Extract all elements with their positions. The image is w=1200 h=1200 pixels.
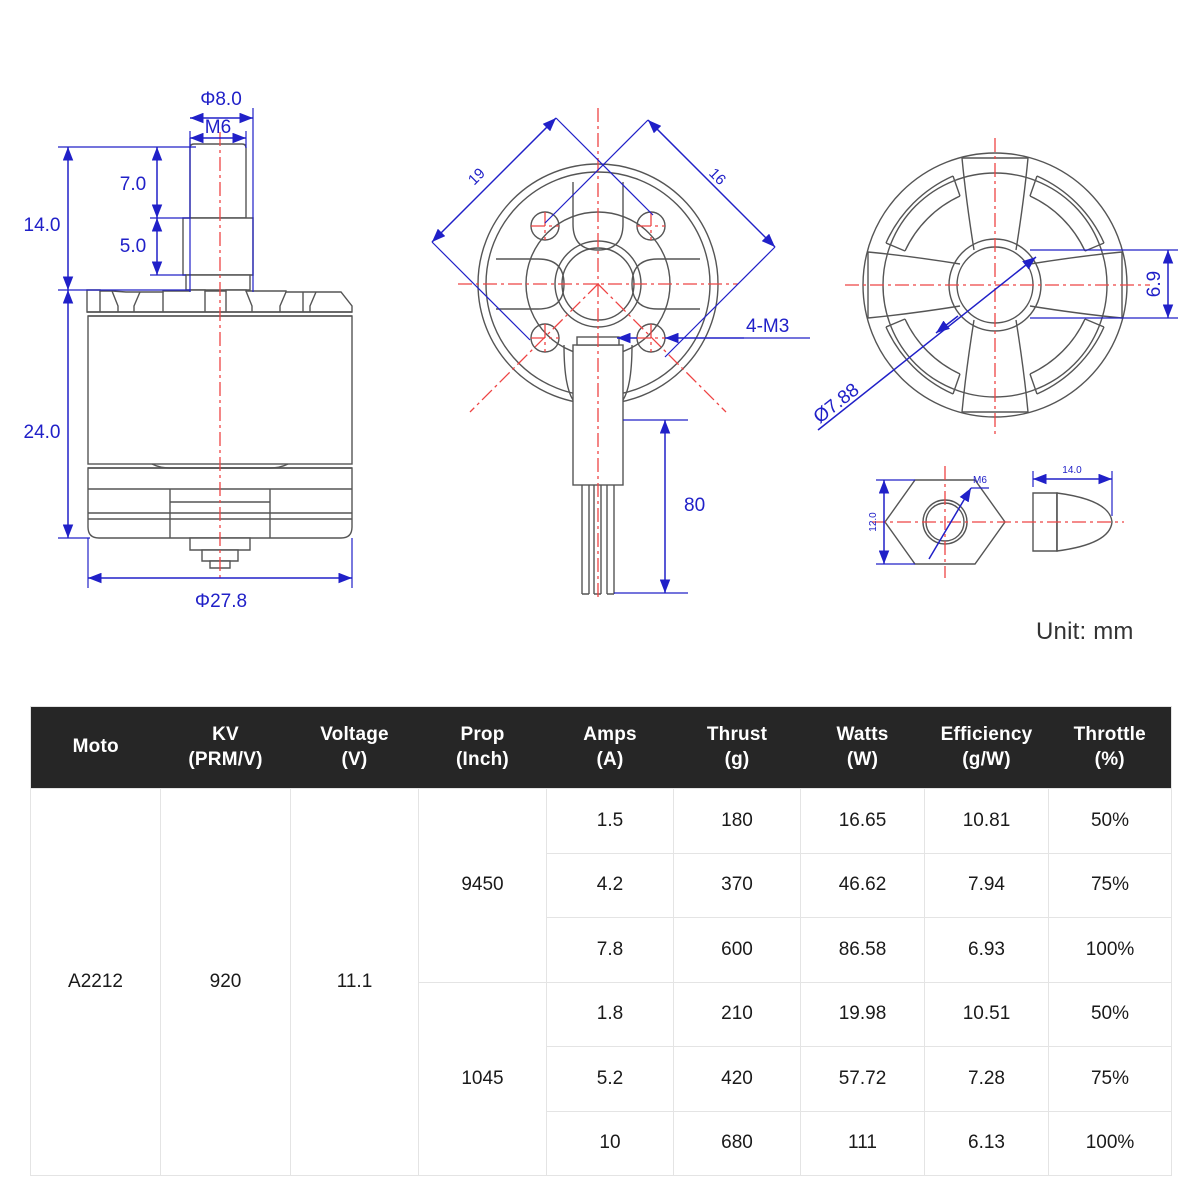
cell-efficiency: 10.81: [924, 788, 1049, 854]
header-main: Throttle: [1073, 723, 1146, 745]
header-sub: (A): [596, 748, 624, 770]
table-row: 10 680 111 6.13 100%: [31, 1110, 1172, 1176]
cell-throttle: 75%: [1048, 852, 1172, 918]
table-header-row: Moto KV (PRM/V) Voltage (V) Prop (Inch): [30, 706, 1172, 789]
cell-amps: 1.5: [546, 788, 674, 854]
header-main: Watts: [836, 723, 889, 745]
column-header-voltage: Voltage (V): [290, 706, 419, 789]
cell-watts: 57.72: [800, 1046, 925, 1112]
cell-amps: 5.2: [546, 1046, 674, 1112]
cell-watts: 86.58: [800, 917, 925, 983]
header-main: Prop: [460, 723, 505, 745]
motor-mount-view: 19 16 4-M3 80: [431, 108, 810, 600]
dim-mount-holes: 4-M3: [746, 316, 789, 337]
header-sub: (g/W): [962, 748, 1011, 770]
header-sub: (Inch): [456, 748, 509, 770]
cell-throttle: 75%: [1048, 1046, 1172, 1112]
cell-amps: 4.2: [546, 852, 674, 918]
cell-thrust: 600: [673, 917, 801, 983]
header-sub: (g): [724, 748, 750, 770]
header-main: Moto: [72, 736, 119, 758]
table-row: 4.2 370 46.62 7.94 75%: [31, 852, 1172, 918]
cell-efficiency: 6.13: [924, 1110, 1049, 1176]
spec-table-container: Moto KV (PRM/V) Voltage (V) Prop (Inch): [30, 706, 1172, 1176]
cell-watts: 46.62: [800, 852, 925, 918]
header-sub: (%): [1094, 748, 1125, 770]
table-row: 1045 1.8 210 19.98 10.51 50%: [31, 981, 1172, 1176]
cell-throttle: 50%: [1048, 981, 1172, 1047]
cell-thrust: 420: [673, 1046, 801, 1112]
column-header-efficiency: Efficiency (g/W): [924, 706, 1049, 789]
cell-efficiency: 6.93: [924, 917, 1049, 983]
dim-nut-thread: M6: [973, 475, 987, 486]
dim-shaft-diameter: Φ8.0: [200, 89, 242, 110]
prop-nut-views: 12.0 M6 14.0: [868, 465, 1124, 578]
column-header-watts: Watts (W): [800, 706, 925, 789]
dim-body-diameter: Φ27.8: [195, 591, 247, 612]
column-header-throttle: Throttle (%): [1048, 706, 1172, 789]
table-row: 7.8 600 86.58 6.93 100%: [31, 917, 1172, 983]
cell-motor: A2212: [30, 788, 161, 1176]
cell-thrust: 180: [673, 788, 801, 854]
table-row: A2212 920 11.1 9450 1.5 180 16.65 10.81 …: [30, 788, 1172, 1176]
motor-side-view: Φ8.0 M6 7.0 5.0 14.0: [24, 89, 353, 612]
dim-mount-pitch-16: 16: [705, 165, 729, 189]
column-header-prop: Prop (Inch): [418, 706, 547, 789]
header-main: Thrust: [706, 723, 768, 745]
cell-prop: 1045: [418, 981, 547, 1176]
cell-prop: 9450: [418, 788, 547, 983]
header-sub: (PRM/V): [188, 748, 263, 770]
dim-shaft-total: 14.0: [24, 215, 61, 236]
dim-wire-length: 80: [684, 495, 705, 516]
cell-watts: 111: [800, 1110, 925, 1176]
header-main: Amps: [583, 723, 637, 745]
cell-watts: 19.98: [800, 981, 925, 1047]
dim-bell-bore: Ø7.88: [810, 379, 864, 427]
header-sub: (V): [341, 748, 368, 770]
motor-bell-view: 6.9 Ø7.88: [810, 138, 1178, 438]
column-header-thrust: Thrust (g): [673, 706, 801, 789]
header-main: KV: [212, 723, 239, 745]
cell-amps: 10: [546, 1110, 674, 1176]
header-sub: (W): [846, 748, 879, 770]
column-header-kv: KV (PRM/V): [160, 706, 291, 789]
technical-drawing: .ol { fill:none; stroke:#555555; stroke-…: [24, 89, 1178, 645]
cell-throttle: 50%: [1048, 788, 1172, 854]
header-main: Voltage: [320, 723, 389, 745]
cell-watts: 16.65: [800, 788, 925, 854]
column-header-amps: Amps (A): [546, 706, 674, 789]
dim-bell-hub: 6.9: [1144, 271, 1165, 297]
cell-thrust: 680: [673, 1110, 801, 1176]
cell-efficiency: 7.28: [924, 1046, 1049, 1112]
cell-amps: 7.8: [546, 917, 674, 983]
dim-m6-thread: M6: [205, 117, 231, 138]
cell-amps: 1.8: [546, 981, 674, 1047]
dim-body-height: 24.0: [24, 422, 61, 443]
cell-thrust: 210: [673, 981, 801, 1047]
dim-nut-length: 14.0: [1062, 465, 1082, 476]
dim-mount-pitch-19: 19: [465, 165, 489, 189]
cell-throttle: 100%: [1048, 917, 1172, 983]
dim-shaft-step: 5.0: [120, 236, 146, 257]
dim-thread-length: 7.0: [120, 174, 146, 195]
dim-nut-across: 12.0: [868, 512, 879, 532]
cell-efficiency: 7.94: [924, 852, 1049, 918]
cell-kv: 920: [160, 788, 291, 1176]
unit-note: Unit: mm: [1036, 618, 1134, 645]
cell-thrust: 370: [673, 852, 801, 918]
cell-efficiency: 10.51: [924, 981, 1049, 1047]
column-header-moto: Moto: [30, 706, 161, 789]
motor-spec-table: Moto KV (PRM/V) Voltage (V) Prop (Inch): [30, 706, 1172, 1176]
header-main: Efficiency: [940, 723, 1033, 745]
cell-voltage: 11.1: [290, 788, 419, 1176]
cell-throttle: 100%: [1048, 1110, 1172, 1176]
